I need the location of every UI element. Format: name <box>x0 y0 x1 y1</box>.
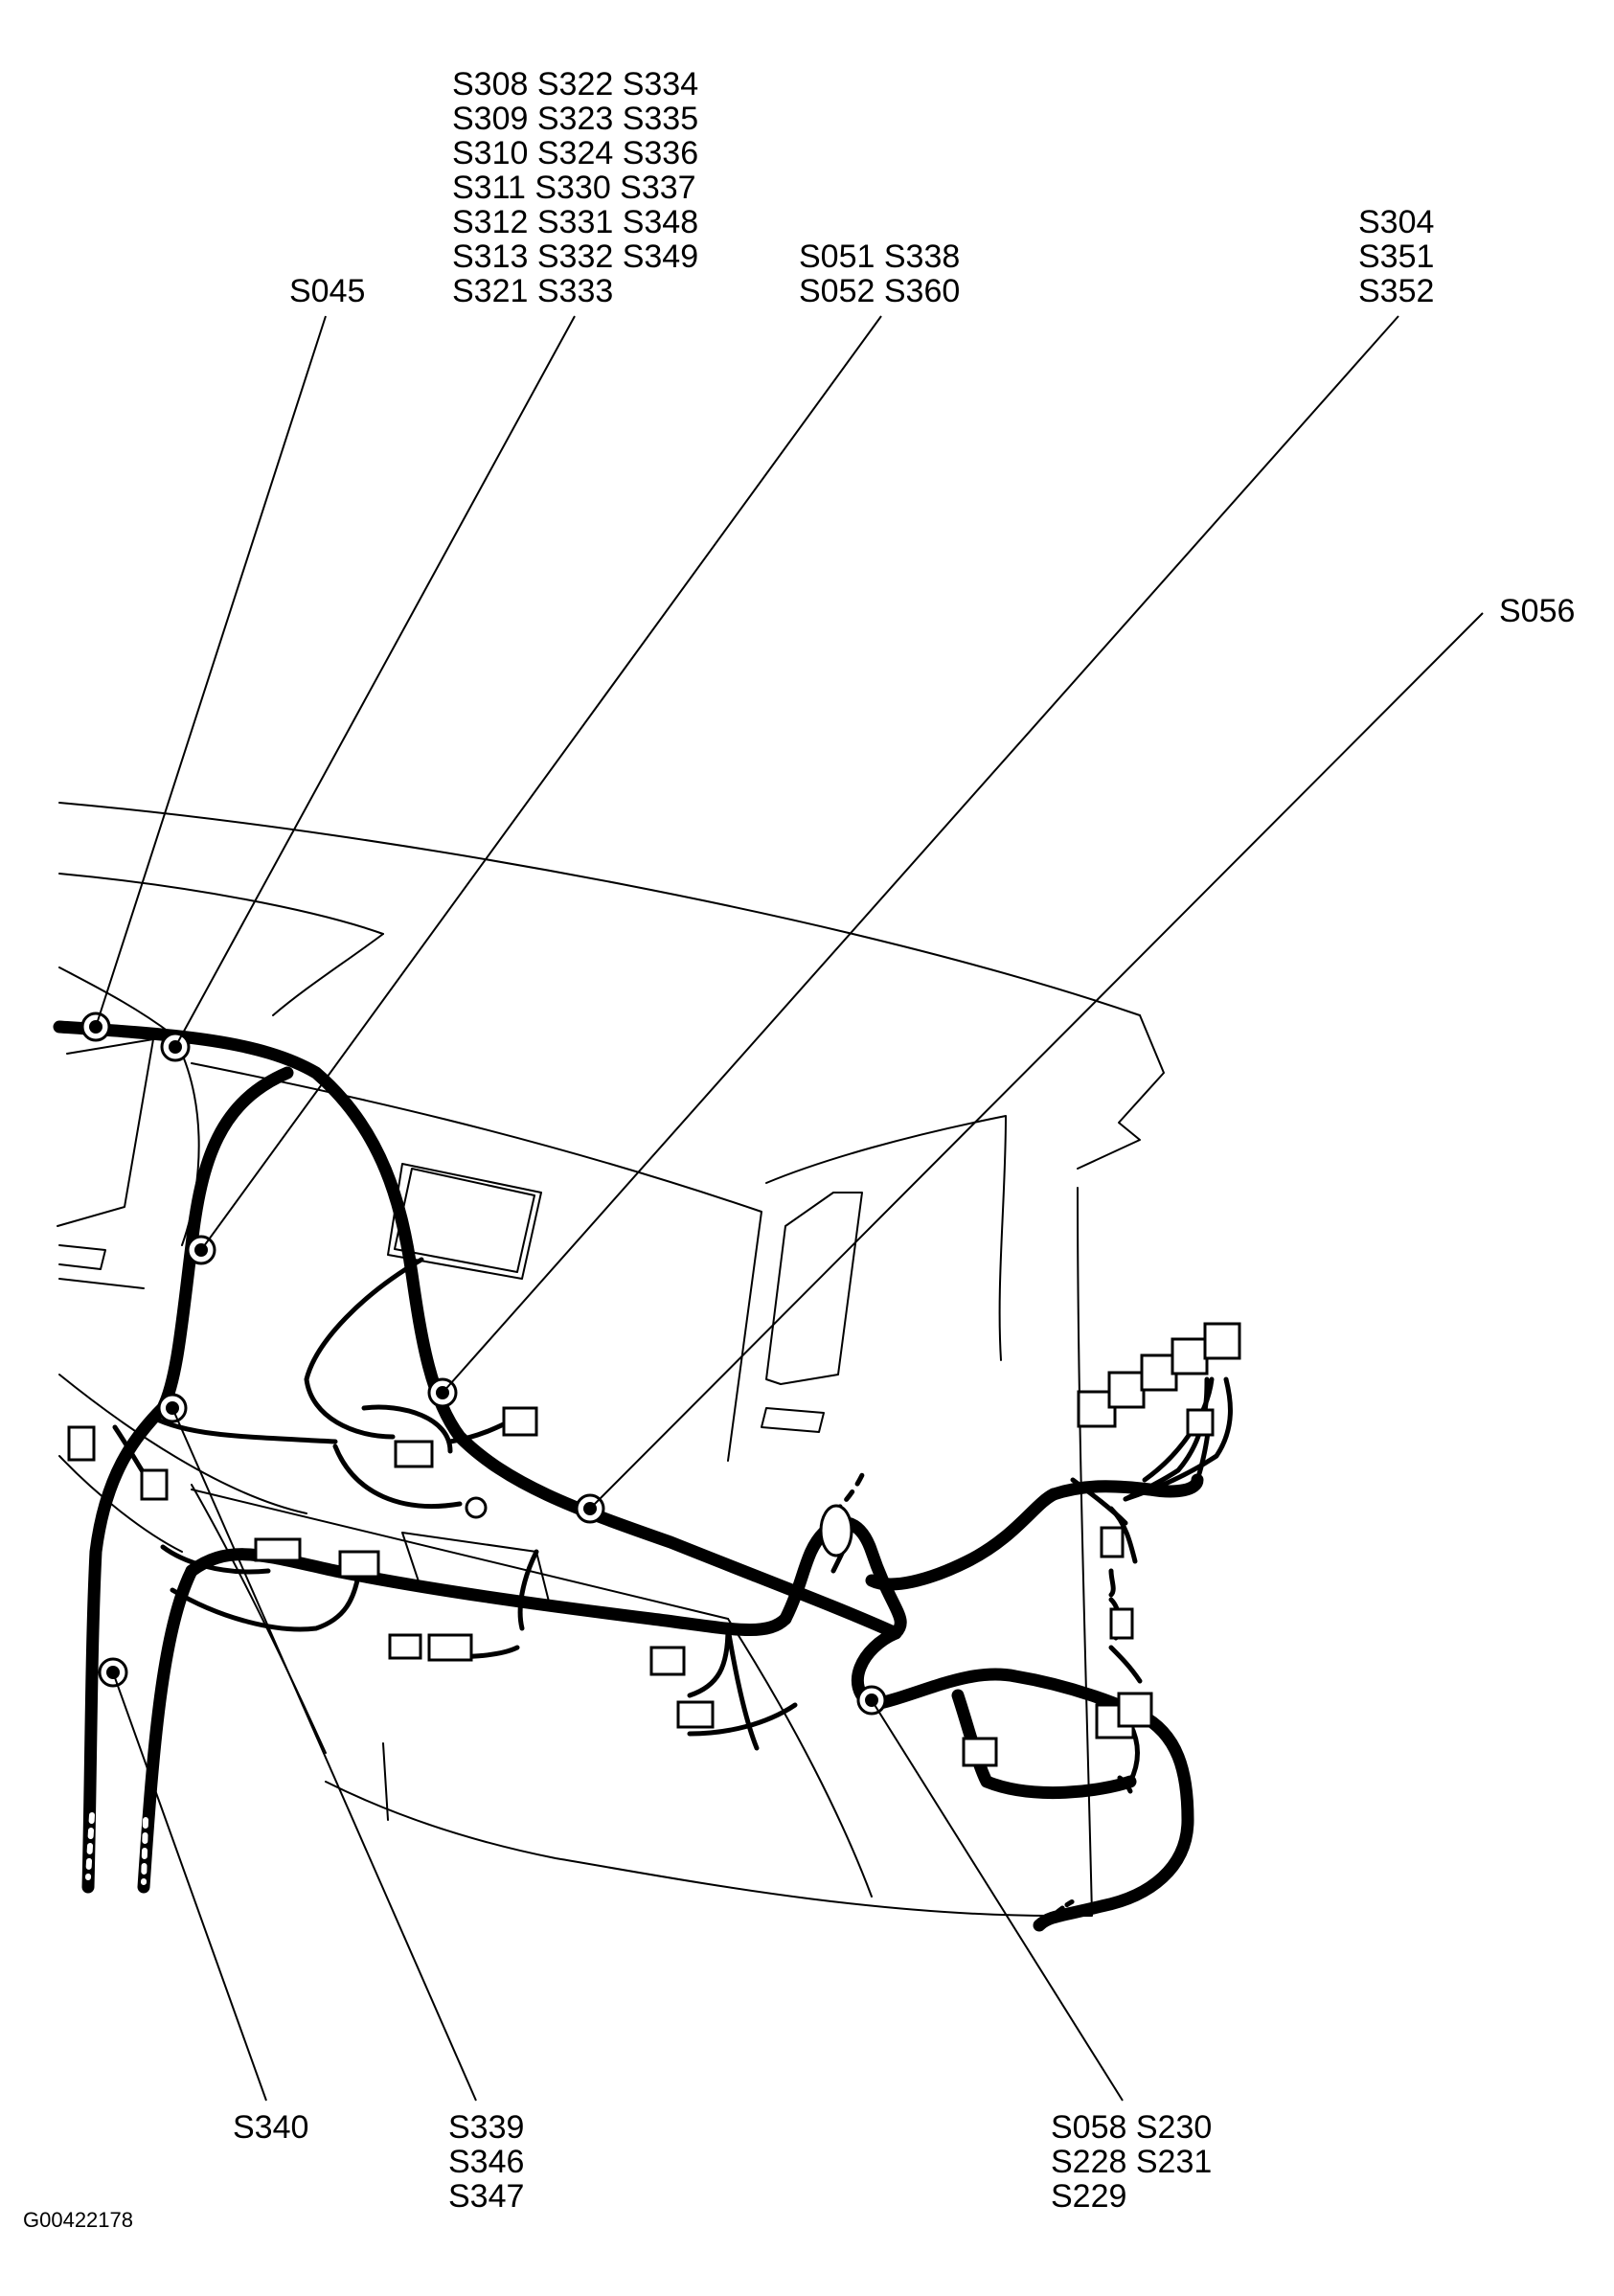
leader-s056 <box>589 612 1484 1510</box>
connector-10 <box>676 1700 715 1729</box>
leader-s051-group <box>200 315 882 1251</box>
connector-3 <box>394 1440 434 1468</box>
callout-s051-group: S051 S338 S052 S360 <box>799 239 961 309</box>
connector-4 <box>502 1406 538 1437</box>
connector-17 <box>1107 1371 1146 1409</box>
figure-id: G00422178 <box>23 2208 133 2232</box>
main-harness <box>53 1020 1204 1932</box>
connector-18 <box>1140 1353 1178 1392</box>
branch-wires <box>112 1257 1233 1928</box>
connector-21 <box>1186 1408 1215 1437</box>
grommet <box>819 1504 853 1557</box>
connector-13 <box>1109 1607 1134 1640</box>
connector-6 <box>338 1550 380 1579</box>
callout-s340: S340 <box>233 2109 309 2146</box>
connector-11 <box>962 1737 998 1767</box>
splice-markers <box>80 1012 887 1716</box>
leader-s304-group <box>442 315 1399 1394</box>
connector-1 <box>67 1425 96 1462</box>
leader-s340 <box>112 1671 267 2102</box>
connector-15 <box>1117 1692 1153 1728</box>
leader-lines <box>95 315 1484 2102</box>
callout-s339-group: S339 S346 S347 <box>448 2109 525 2215</box>
ground-point <box>465 1496 488 1519</box>
connector-12 <box>1100 1526 1125 1558</box>
callout-s058-group: S058 S230 S228 S231 S229 <box>1051 2109 1213 2215</box>
connector-9 <box>649 1646 686 1676</box>
connector-2 <box>140 1468 169 1501</box>
callout-s056: S056 <box>1499 593 1576 629</box>
callout-s308-group: S308 S322 S334 S309 S323 S335 S310 S324 … <box>452 66 699 309</box>
connector-8 <box>427 1633 473 1662</box>
leader-s308-group <box>174 315 576 1048</box>
callout-s304-group: S304 S351 S352 <box>1358 204 1435 309</box>
leader-s058-group <box>871 1699 1124 2102</box>
connector-19 <box>1171 1337 1209 1375</box>
connector-7 <box>388 1633 422 1660</box>
connector-20 <box>1203 1322 1241 1360</box>
connector-5 <box>254 1537 302 1562</box>
leader-s339-group <box>171 1407 477 2102</box>
callout-s045: S045 <box>289 273 366 309</box>
connectors <box>67 1322 1241 1767</box>
dashboard-outline <box>57 802 1165 1917</box>
leader-s045 <box>95 315 327 1028</box>
